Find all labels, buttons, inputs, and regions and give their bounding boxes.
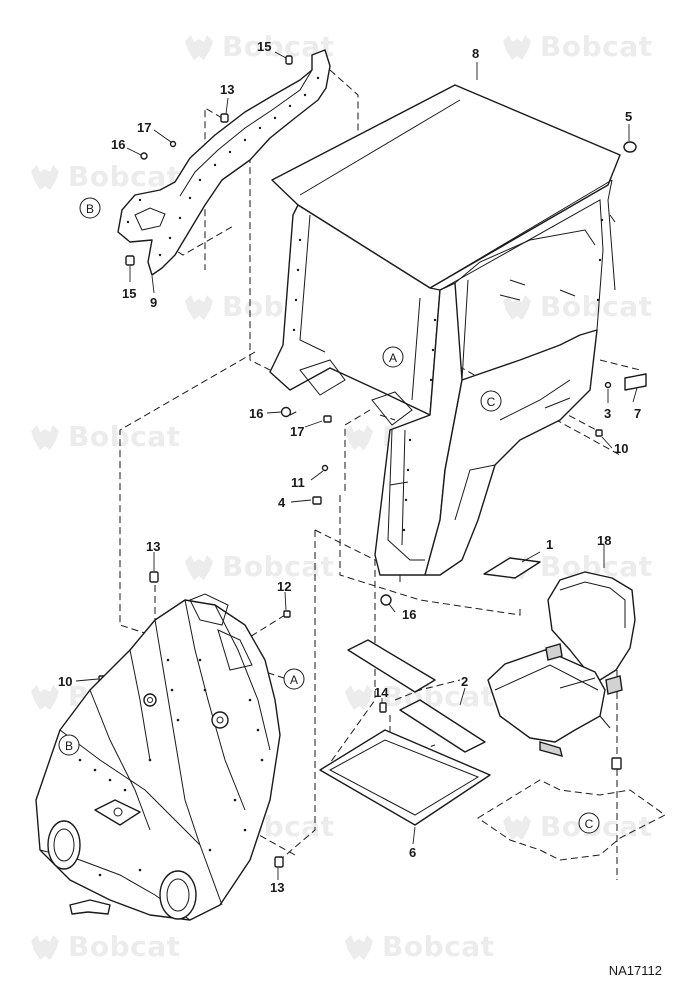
callout-b-panel: B (79, 197, 101, 219)
callout-c-cab: C (480, 390, 502, 412)
side-panel (117, 49, 331, 276)
svg-text:A: A (290, 673, 298, 687)
watermark: Bobcat (500, 290, 653, 323)
part-label-6: 6 (409, 845, 416, 860)
bobcat-logo-icon (182, 293, 216, 323)
part-label-14: 14 (374, 685, 389, 700)
part-label-4: 4 (278, 495, 286, 510)
svg-text:C: C (585, 817, 594, 831)
bobcat-logo-icon (182, 33, 216, 63)
floor-mats (319, 639, 491, 826)
bobcat-logo-icon (28, 933, 62, 963)
seat (487, 571, 636, 757)
bobcat-logo-icon (28, 163, 62, 193)
part-label-5: 5 (625, 109, 632, 124)
part-number-labels: 1 2 3 4 5 6 7 8 9 10 10 11 12 13 13 13 1… (58, 39, 641, 895)
svg-text:C: C (487, 395, 496, 409)
part-label-16-cab: 16 (249, 406, 263, 421)
svg-text:A: A (389, 351, 397, 365)
seat-mount-outline (477, 779, 666, 861)
part-label-10-cab: 10 (614, 441, 628, 456)
part-label-13-panel: 13 (220, 82, 234, 97)
watermark: Bobcat (342, 930, 495, 963)
part-label-17-panel: 17 (137, 120, 151, 135)
bobcat-logo-icon (500, 33, 534, 63)
hardware (98, 55, 647, 868)
bobcat-logo-icon (28, 423, 62, 453)
main-frame (35, 593, 281, 921)
callout-c-seat: C (578, 812, 600, 834)
drawing-number: NA17112 (608, 963, 662, 978)
bobcat-logo-icon (342, 683, 376, 713)
part-label-16-panel: 16 (111, 137, 125, 152)
watermark: Bobcat (28, 420, 181, 453)
part-label-17-cab: 17 (290, 424, 304, 439)
bobcat-logo-icon (500, 813, 534, 843)
part-label-11: 11 (291, 475, 305, 490)
bobcat-logo-icon (342, 423, 376, 453)
svg-text:B: B (65, 739, 73, 753)
leader-lines (75, 51, 638, 880)
part-label-15-bottom: 15 (122, 286, 136, 301)
part-label-9: 9 (150, 295, 157, 310)
watermark: Bobcat (500, 30, 653, 63)
part-label-15-top: 15 (257, 39, 271, 54)
part-label-18: 18 (597, 533, 611, 548)
part-label-7: 7 (634, 406, 641, 421)
cab (269, 84, 621, 576)
bobcat-logo-icon (28, 683, 62, 713)
part-label-1: 1 (546, 537, 553, 552)
part-label-13-frame-top: 13 (146, 539, 160, 554)
part-label-16-lower: 16 (402, 607, 416, 622)
part-label-10-frame: 10 (58, 674, 72, 689)
part-label-12: 12 (277, 579, 291, 594)
part-label-8: 8 (472, 46, 479, 61)
svg-text:B: B (86, 202, 94, 216)
part-label-3: 3 (604, 406, 611, 421)
callout-a-cab: A (382, 346, 404, 368)
callout-a-frame: A (283, 668, 305, 690)
watermark: Bobcat (28, 930, 181, 963)
pad (483, 557, 541, 579)
part-label-2: 2 (461, 674, 468, 689)
bobcat-logo-icon (182, 553, 216, 583)
callout-b-frame: B (58, 734, 80, 756)
part-label-13-frame-bottom: 13 (270, 880, 284, 895)
watermark: Bobcat (28, 160, 181, 193)
bobcat-logo-icon (342, 933, 376, 963)
bobcat-logo-icon (500, 293, 534, 323)
